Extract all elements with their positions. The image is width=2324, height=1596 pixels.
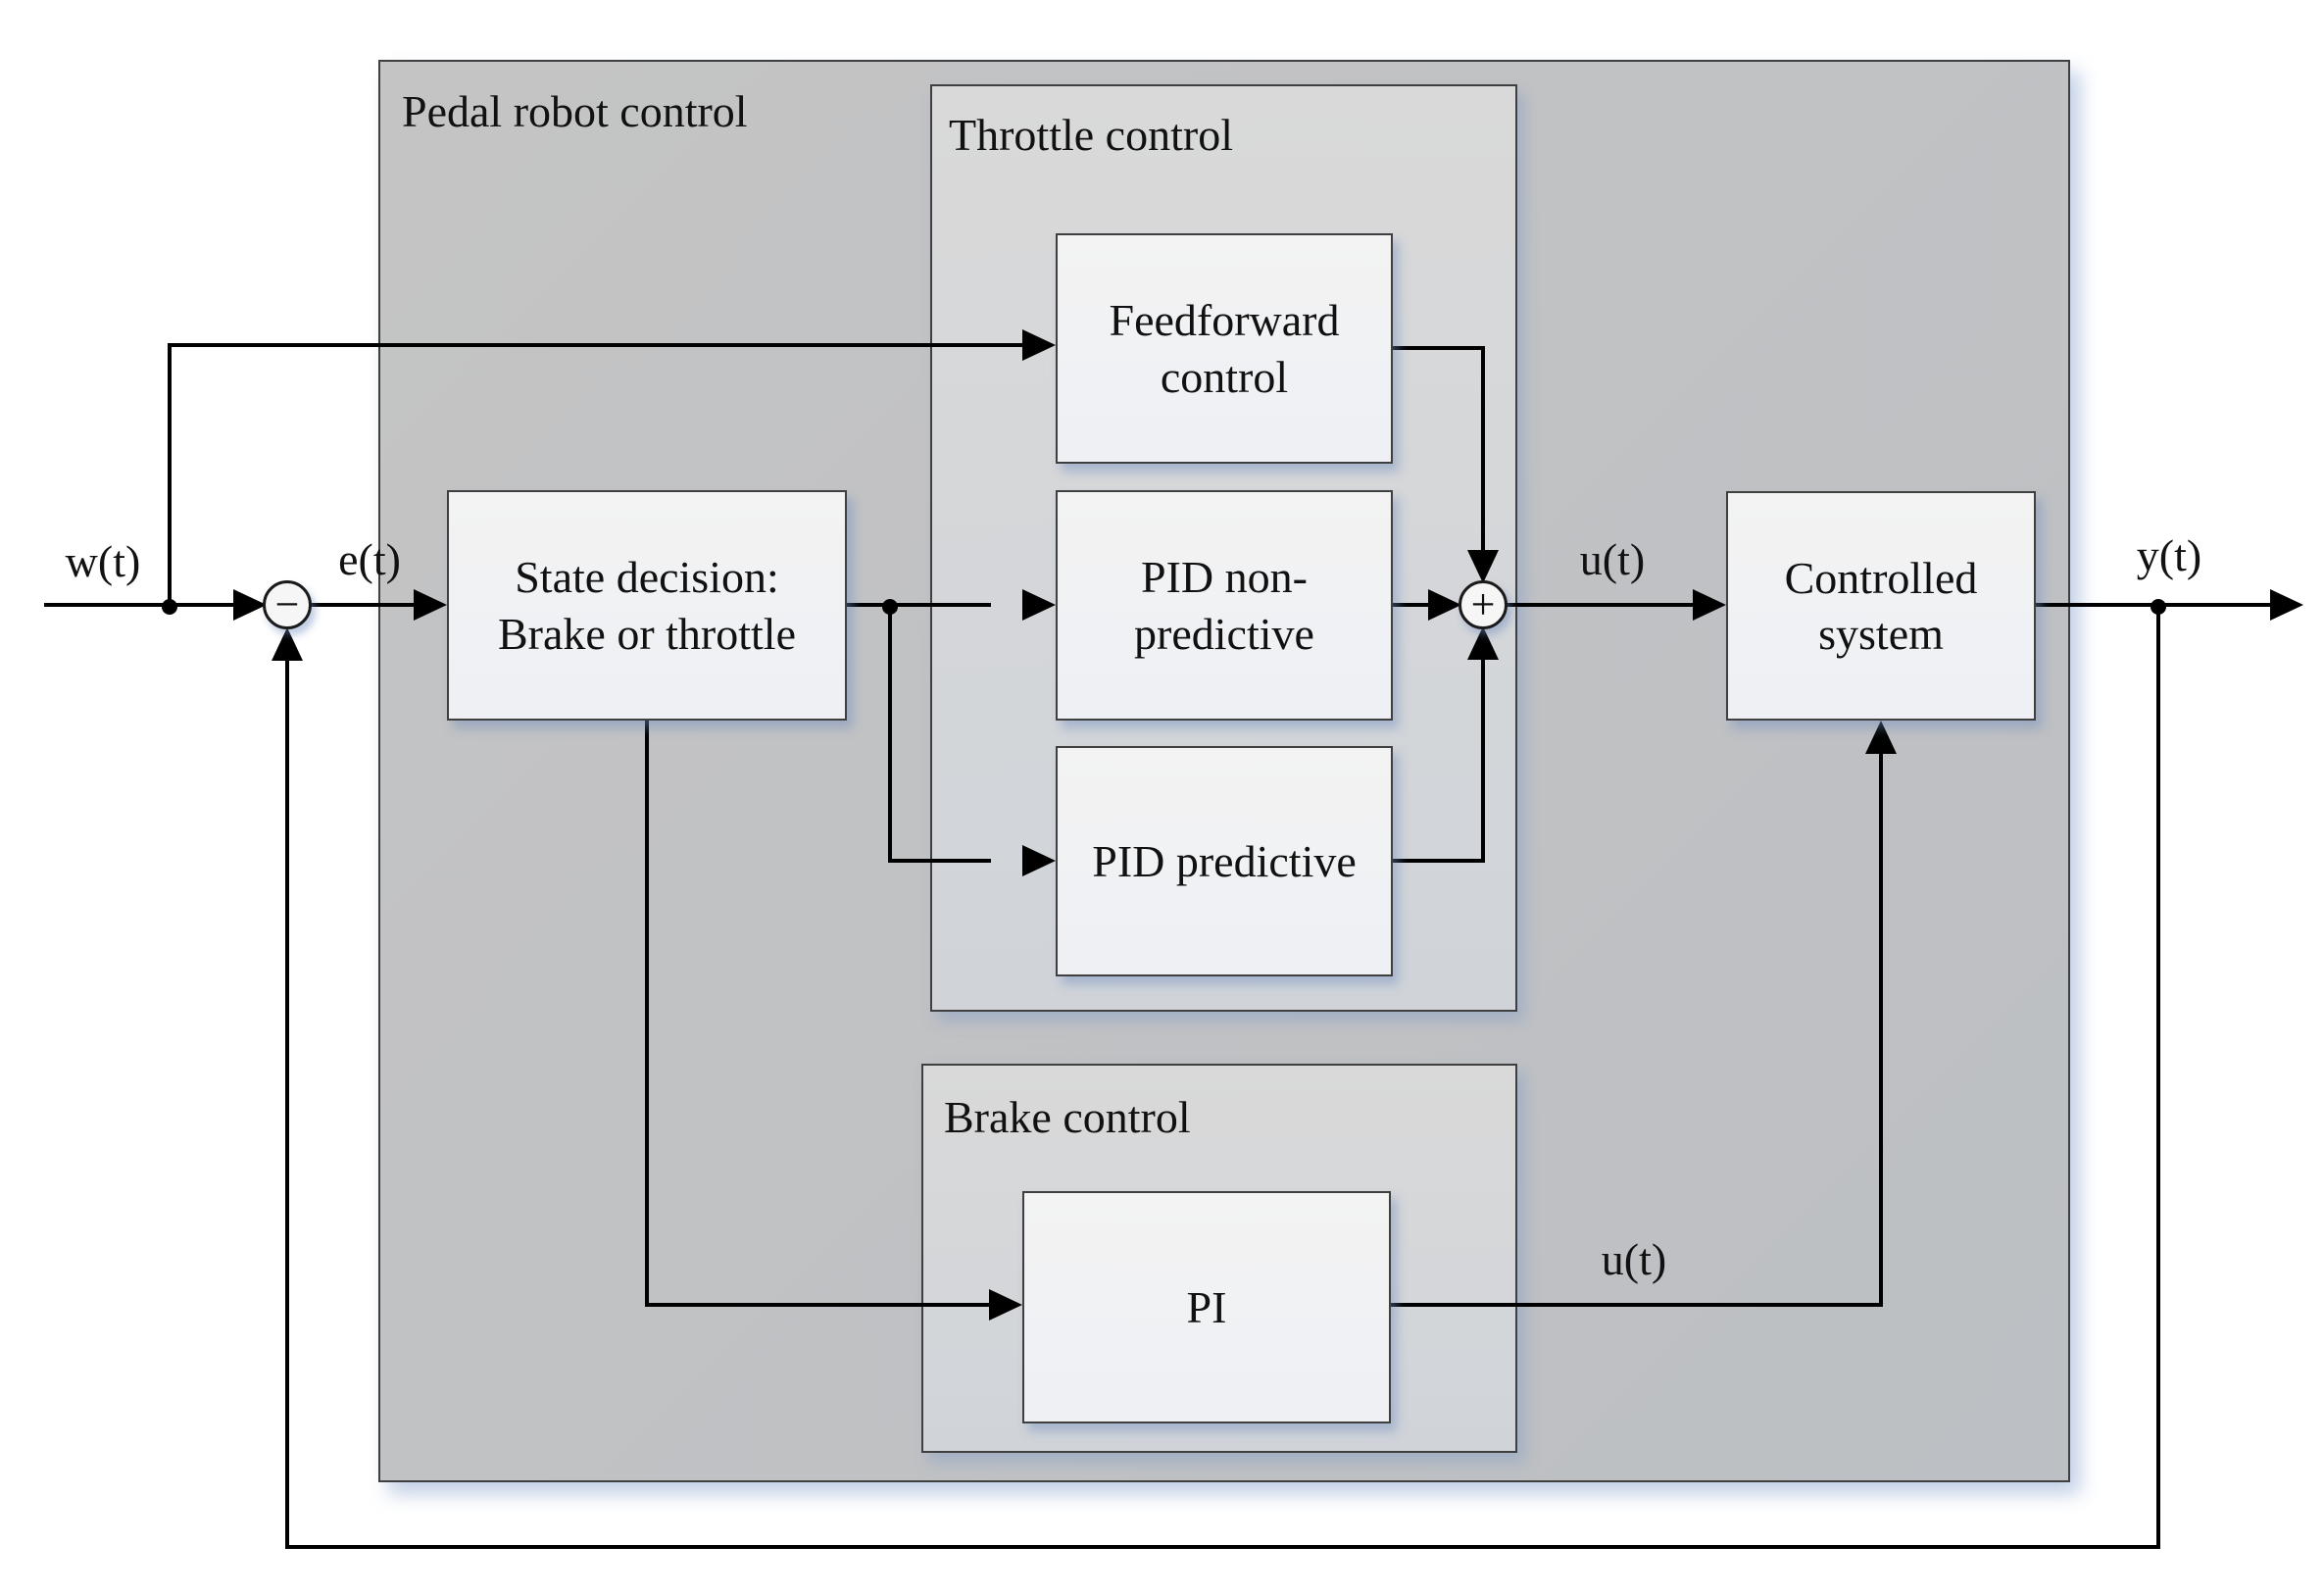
y-output-arrow-icon (2270, 589, 2303, 621)
feedforward-output-vertical-line (1481, 346, 1485, 552)
pid-predictive-block: PID predictive (1056, 746, 1393, 976)
pid-nonpredictive-output-line (1393, 603, 1430, 607)
u-throttle-line (1507, 603, 1695, 607)
pid-nonpredictive-input-arrow-icon (1022, 589, 1056, 621)
u-brake-vertical-line (1879, 754, 1883, 1305)
feedback-left-vertical-line (285, 661, 289, 1549)
feedforward-input-arrow-icon (1022, 329, 1056, 361)
u-throttle-signal-label: u(t) (1579, 534, 1646, 584)
plus-junction-top-arrow-icon (1467, 550, 1499, 583)
pid-predictive-branch-horizontal-line (888, 859, 991, 863)
feedforward-output-line (1393, 346, 1483, 350)
controlled-system-input-arrow-icon (1693, 589, 1726, 621)
e-arrow-icon (414, 589, 447, 621)
e-line (310, 603, 416, 607)
pid-predictive-input-arrow-icon (1022, 845, 1056, 876)
controlled-system-bottom-arrow-icon (1865, 721, 1897, 754)
w-signal-label: w(t) (65, 536, 141, 586)
minus-summing-junction: − (263, 580, 312, 629)
pid-nonpredictive-block: PID non-predictive (1056, 490, 1393, 721)
e-signal-label: e(t) (338, 534, 401, 584)
state-output-line (847, 603, 991, 607)
feedback-bottom-line (285, 1545, 2160, 1549)
pedal-robot-control-label: Pedal robot control (402, 86, 748, 136)
brake-branch-horizontal-line (645, 1303, 991, 1307)
feedforward-branch-vertical-line (168, 345, 172, 607)
y-signal-label: y(t) (2136, 530, 2202, 580)
plus-junction-left-arrow-icon (1428, 589, 1461, 621)
feedforward-branch-horizontal-line (168, 343, 1024, 347)
minus-junction-bottom-arrow-icon (272, 627, 303, 661)
pid-predictive-branch-vertical-line (888, 605, 892, 863)
state-decision-block: State decision: Brake or throttle (447, 490, 847, 721)
plus-summing-junction: + (1459, 580, 1508, 629)
plus-junction-bottom-arrow-icon (1467, 626, 1499, 660)
pi-block: PI (1022, 1191, 1391, 1423)
w-branch-dot (162, 599, 177, 615)
brake-branch-vertical-line (645, 721, 649, 1307)
w-input-line (44, 603, 237, 607)
u-brake-line (1391, 1303, 1883, 1307)
u-brake-signal-label: u(t) (1601, 1234, 1667, 1284)
feedforward-control-block: Feedforward control (1056, 233, 1393, 464)
brake-control-label: Brake control (944, 1092, 1191, 1142)
pid-predictive-output-vertical-line (1481, 658, 1485, 863)
w-input-arrow-icon (233, 589, 267, 621)
pi-input-arrow-icon (989, 1289, 1022, 1321)
pid-predictive-output-line (1393, 859, 1483, 863)
controlled-system-block: Controlled system (1726, 491, 2036, 721)
throttle-control-label: Throttle control (949, 110, 1233, 160)
feedback-right-vertical-line (2156, 605, 2160, 1549)
